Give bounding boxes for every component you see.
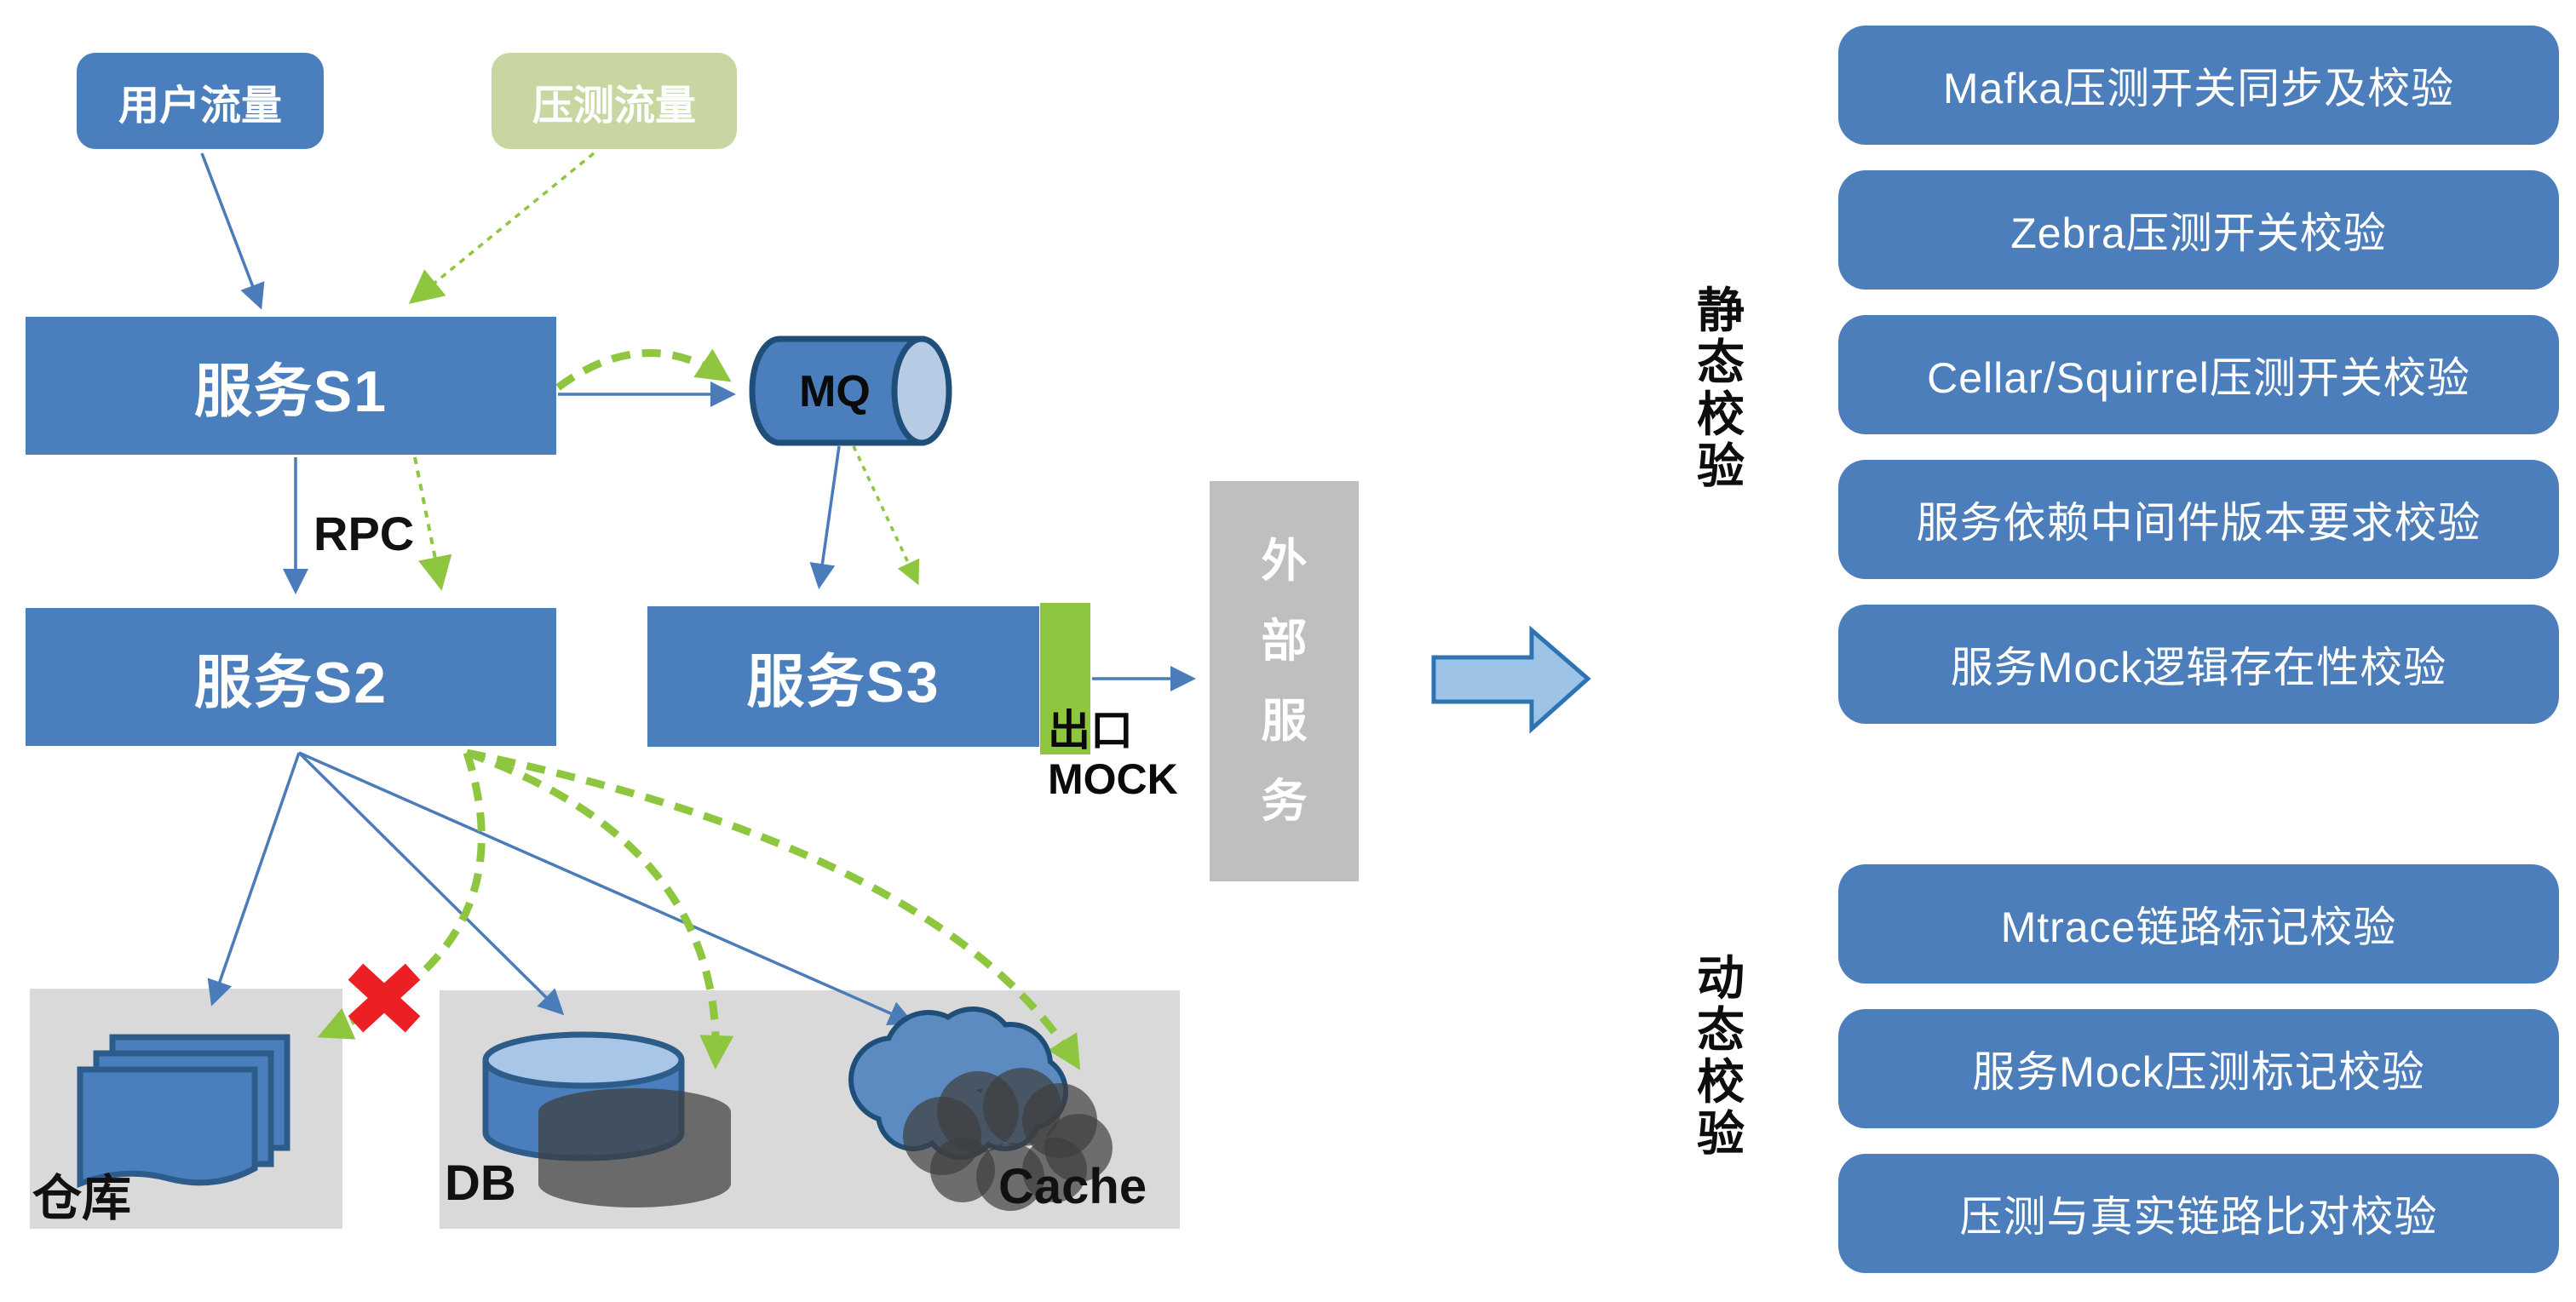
static-check-item: Zebra压测开关校验: [1838, 170, 2559, 290]
service-s1-node: 服务S1: [26, 317, 556, 455]
static-check-item: 服务依赖中间件版本要求校验: [1838, 460, 2559, 579]
user-traffic-label: 用户流量: [118, 83, 282, 129]
db-label: DB: [445, 1156, 516, 1211]
service-s3-node: 服务S3: [647, 606, 1039, 747]
mq-label: MQ: [799, 367, 871, 416]
dynamic-validation-title: 动态校验: [1697, 951, 1745, 1161]
arrow-s2-to-warehouse-blocked: [317, 751, 486, 1040]
exit-label-line2: MOCK: [1048, 755, 1178, 803]
service-s1-label: 服务S1: [193, 358, 388, 424]
dynamic-check-item: 压测与真实链路比对校验: [1838, 1154, 2559, 1273]
arrow-s2-to-cache-shadow: [466, 749, 1081, 1070]
arrow-s1-to-s2: [283, 456, 452, 594]
service-s2-node: 服务S2: [26, 608, 556, 746]
exit-mock-label: 出口 MOCK: [1048, 707, 1178, 804]
mq-cylinder-icon: [749, 336, 952, 446]
arrow-s2-to-warehouse: [207, 752, 301, 1007]
rpc-label: RPC: [313, 507, 415, 560]
static-check-item: 服务Mock逻辑存在性校验: [1838, 605, 2559, 724]
dynamic-check-label: 压测与真实链路比对校验: [1959, 1193, 2438, 1241]
arrow-pressure-to-s1: [408, 152, 595, 305]
big-arrow-icon: [1431, 625, 1591, 734]
service-s2-label: 服务S2: [193, 650, 388, 715]
pressure-traffic-node: 压测流量: [492, 53, 737, 149]
static-check-label: Cellar/Squirrel压测开关校验: [1927, 354, 2470, 402]
arrow-user-to-s1: [200, 152, 265, 310]
static-check-list: Mafka压测开关同步及校验 Zebra压测开关校验 Cellar/Squirr…: [1838, 26, 2559, 724]
warehouse-icon: [77, 1034, 290, 1189]
arrow-s2-to-db-shadow: [465, 749, 734, 1070]
exit-mock-bar: [1040, 603, 1090, 754]
static-check-item: Mafka压测开关同步及校验: [1838, 26, 2559, 145]
arrow-s1-to-mq: [555, 348, 736, 407]
dynamic-check-item: Mtrace链路标记校验: [1838, 864, 2559, 984]
exit-label-line1: 出口: [1048, 707, 1133, 754]
arrow-mq-to-s3: [809, 445, 920, 589]
static-check-label: Mafka压测开关同步及校验: [1942, 65, 2455, 112]
pressure-traffic-label: 压测流量: [532, 83, 696, 129]
user-traffic-node: 用户流量: [77, 53, 324, 149]
static-check-label: 服务依赖中间件版本要求校验: [1916, 499, 2481, 547]
arrow-s2-to-db: [297, 751, 565, 1016]
static-validation-title: 静态校验: [1697, 284, 1745, 493]
static-check-item: Cellar/Squirrel压测开关校验: [1838, 315, 2559, 434]
cache-label: Cache: [998, 1159, 1147, 1214]
static-check-label: Zebra压测开关校验: [2010, 209, 2387, 257]
warehouse-label: 仓库: [32, 1171, 132, 1226]
dynamic-check-label: 服务Mock压测标记校验: [1972, 1048, 2425, 1096]
arrow-s2-to-cache: [298, 751, 915, 1026]
dynamic-check-label: Mtrace链路标记校验: [2000, 903, 2397, 951]
db-shadow-icon: [538, 1088, 731, 1207]
service-s3-label: 服务S3: [746, 650, 940, 714]
red-cross-icon: [348, 963, 421, 1033]
static-check-label: 服务Mock逻辑存在性校验: [1950, 644, 2447, 691]
external-service-node: 外部服务: [1210, 481, 1359, 881]
dynamic-check-list: Mtrace链路标记校验 服务Mock压测标记校验 压测与真实链路比对校验: [1838, 864, 2559, 1273]
dynamic-check-item: 服务Mock压测标记校验: [1838, 1009, 2559, 1128]
external-service-label: 外部服务: [1261, 536, 1308, 827]
